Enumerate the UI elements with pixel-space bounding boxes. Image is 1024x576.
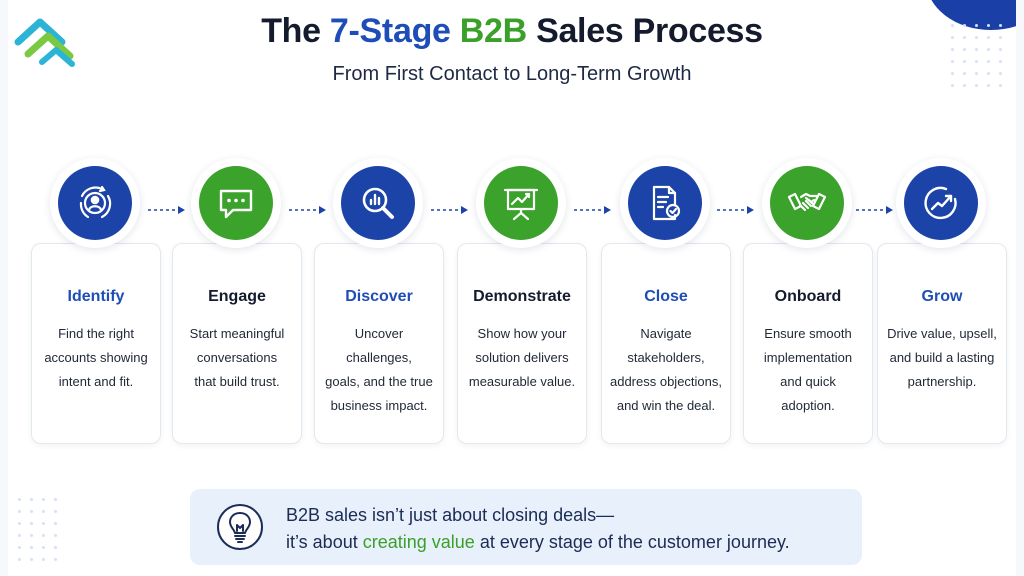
arrow-connector xyxy=(856,206,893,214)
handshake-icon xyxy=(787,192,827,212)
arrow-connector xyxy=(148,206,185,214)
dot-pattern-bottom-left xyxy=(18,498,57,561)
target-user-icon xyxy=(79,185,112,219)
quote-line-2: it’s about creating value at every stage… xyxy=(286,532,790,552)
stage-title: Identify xyxy=(67,288,125,305)
quote-line-1: B2B sales isn’t just about closing deals… xyxy=(286,505,615,525)
quote-callout: B2B sales isn’t just about closing deals… xyxy=(190,489,862,565)
growth-arrow-icon xyxy=(924,186,957,220)
stage-title: Onboard xyxy=(774,288,842,305)
page-subtitle: From First Contact to Long-Term Growth xyxy=(332,63,692,85)
stage-title: Close xyxy=(644,288,688,305)
chat-bubble-icon xyxy=(219,189,253,219)
logo-icon xyxy=(14,18,75,67)
stage-icon-circle xyxy=(50,158,140,248)
stage-card-grow: Grow Drive value, upsell,and build a las… xyxy=(877,243,1007,444)
stage-icon-circle xyxy=(191,158,281,248)
stage-title: Engage xyxy=(208,288,266,305)
stage-card-discover: Discover Uncover challenges,goals, and t… xyxy=(314,243,444,444)
stage-title: Demonstrate xyxy=(473,288,571,305)
arrow-connector xyxy=(431,206,468,214)
dot-pattern-top-right xyxy=(951,24,1002,87)
arrow-connector xyxy=(574,206,611,214)
stage-icon-circle xyxy=(620,158,710,248)
arrow-connector xyxy=(289,206,326,214)
arrow-connector xyxy=(717,206,754,214)
infographic-canvas: The 7-Stage B2B Sales Process From First… xyxy=(8,0,1016,576)
signed-document-icon xyxy=(652,185,681,221)
stage-icon-circle xyxy=(896,158,986,248)
lightbulb-icon xyxy=(217,504,263,550)
stage-title: Grow xyxy=(921,288,963,305)
presentation-board-icon xyxy=(503,188,539,221)
stage-icon-circle xyxy=(762,158,852,248)
magnifier-chart-icon xyxy=(362,187,394,219)
stage-icon-circle xyxy=(476,158,566,248)
page-title: The 7-Stage B2B Sales Process xyxy=(261,12,763,50)
stage-icon-circle xyxy=(333,158,423,248)
stage-title: Discover xyxy=(345,288,413,305)
